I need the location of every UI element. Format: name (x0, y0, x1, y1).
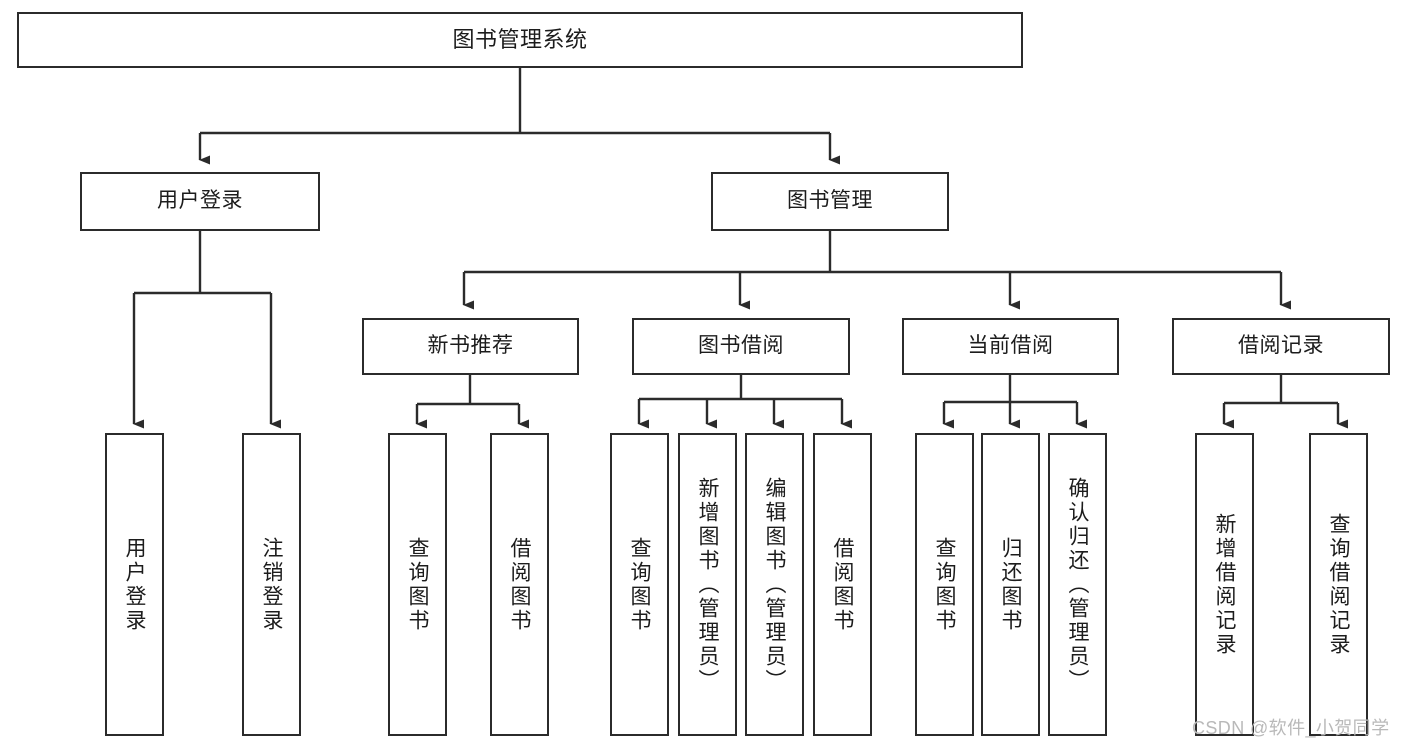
node-label: 注销登录 (260, 536, 283, 633)
node-label: 查询图书 (406, 536, 429, 633)
node-label: 图书管理 (787, 189, 873, 213)
node-label: 当前借阅 (967, 334, 1054, 358)
node-label: 新增图书（管理员） (696, 476, 719, 693)
leaf-confirm-return[interactable]: 确认归还（管理员） (1048, 433, 1107, 736)
node-label: 借阅图书 (508, 536, 531, 633)
node-label: 查询图书 (628, 536, 651, 633)
node-label: 用户登录 (123, 536, 146, 633)
node-label: 借阅图书 (831, 536, 854, 633)
leaf-query-borrow-record[interactable]: 查询借阅记录 (1309, 433, 1368, 736)
node-label: 图书管理系统 (452, 27, 588, 53)
node-label: 用户登录 (157, 189, 243, 213)
node-book-borrow[interactable]: 图书借阅 (632, 318, 850, 375)
leaf-add-borrow-record[interactable]: 新增借阅记录 (1195, 433, 1254, 736)
node-label: 新增借阅记录 (1213, 512, 1236, 657)
leaf-edit-book[interactable]: 编辑图书（管理员） (745, 433, 804, 736)
node-label: 编辑图书（管理员） (763, 476, 786, 693)
node-current-borrow[interactable]: 当前借阅 (902, 318, 1119, 375)
leaf-borrow-book[interactable]: 借阅图书 (813, 433, 872, 736)
leaf-query-book-current[interactable]: 查询图书 (915, 433, 974, 736)
leaf-query-book-recommend[interactable]: 查询图书 (388, 433, 447, 736)
node-label: 查询借阅记录 (1327, 512, 1350, 657)
node-label: 确认归还（管理员） (1066, 476, 1089, 693)
node-label: 借阅记录 (1238, 334, 1324, 358)
leaf-add-book[interactable]: 新增图书（管理员） (678, 433, 737, 736)
csdn-watermark: CSDN @软件_小贺同学 (1192, 718, 1390, 738)
node-user-login[interactable]: 用户登录 (80, 172, 320, 231)
leaf-query-book-borrow[interactable]: 查询图书 (610, 433, 669, 736)
node-root-book-management-system[interactable]: 图书管理系统 (17, 12, 1023, 68)
node-new-book-recommend[interactable]: 新书推荐 (362, 318, 579, 375)
node-label: 新书推荐 (427, 334, 514, 358)
node-label: 查询图书 (933, 536, 956, 633)
node-borrow-record[interactable]: 借阅记录 (1172, 318, 1390, 375)
leaf-borrow-book-recommend[interactable]: 借阅图书 (490, 433, 549, 736)
node-label: 图书借阅 (698, 334, 784, 358)
node-book-manage[interactable]: 图书管理 (711, 172, 949, 231)
leaf-user-login[interactable]: 用户登录 (105, 433, 164, 736)
leaf-return-book[interactable]: 归还图书 (981, 433, 1040, 736)
leaf-logout-login[interactable]: 注销登录 (242, 433, 301, 736)
node-label: 归还图书 (999, 536, 1022, 633)
